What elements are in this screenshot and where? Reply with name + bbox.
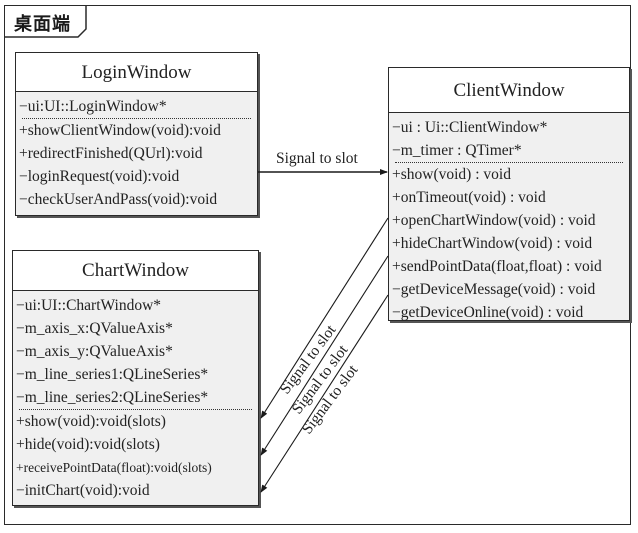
section-divider xyxy=(395,162,623,163)
method: +redirectFinished(QUrl):void xyxy=(19,145,203,162)
section-divider xyxy=(22,118,251,119)
attribute: −m_timer : QTimer* xyxy=(392,142,522,159)
class-name: ClientWindow xyxy=(389,68,629,113)
class-name: LoginWindow xyxy=(16,53,257,92)
method: −loginRequest(void):void xyxy=(19,168,180,185)
class-client-window[interactable]: ClientWindow −ui : Ui::ClientWindow* −m_… xyxy=(388,67,630,321)
method: +sendPointData(float,float) : void xyxy=(392,258,602,275)
package-title: 桌面端 xyxy=(14,14,71,35)
method: +openChartWindow(void) : void xyxy=(392,212,596,229)
class-login-window[interactable]: LoginWindow −ui:UI::LoginWindow* +showCl… xyxy=(15,52,258,216)
section-divider xyxy=(19,409,252,410)
attribute: −ui:UI::LoginWindow* xyxy=(19,98,167,115)
method: +show(void):void(slots) xyxy=(16,413,166,430)
package-tab: 桌面端 xyxy=(4,5,87,38)
method: +receivePointData(float):void(slots) xyxy=(16,460,212,475)
method: −getDeviceOnline(void) : void xyxy=(392,304,584,321)
method: +showClientWindow(void):void xyxy=(19,122,221,139)
edge-label: Signal to slot xyxy=(276,150,358,167)
method: +onTimeout(void) : void xyxy=(392,189,546,206)
package-tab-shape xyxy=(4,5,87,38)
attribute: −m_line_series1:QLineSeries* xyxy=(16,366,209,383)
method: +hide(void):void(slots) xyxy=(16,436,160,453)
attribute: −m_line_series2:QLineSeries* xyxy=(16,389,209,406)
method: −getDeviceMessage(void) : void xyxy=(392,281,596,298)
attribute: −m_axis_y:QValueAxis* xyxy=(16,343,173,360)
method: +hideChartWindow(void) : void xyxy=(392,235,593,252)
class-chart-window[interactable]: ChartWindow −ui:UI::ChartWindow* −m_axis… xyxy=(12,250,259,506)
package-frame xyxy=(4,5,631,525)
method: −initChart(void):void xyxy=(16,482,150,499)
attribute: −ui:UI::ChartWindow* xyxy=(16,297,162,314)
attribute: −m_axis_x:QValueAxis* xyxy=(16,320,173,337)
method: +show(void) : void xyxy=(392,166,511,183)
class-name: ChartWindow xyxy=(13,251,258,291)
method: −checkUserAndPass(void):void xyxy=(19,191,218,208)
attribute: −ui : Ui::ClientWindow* xyxy=(392,119,548,136)
